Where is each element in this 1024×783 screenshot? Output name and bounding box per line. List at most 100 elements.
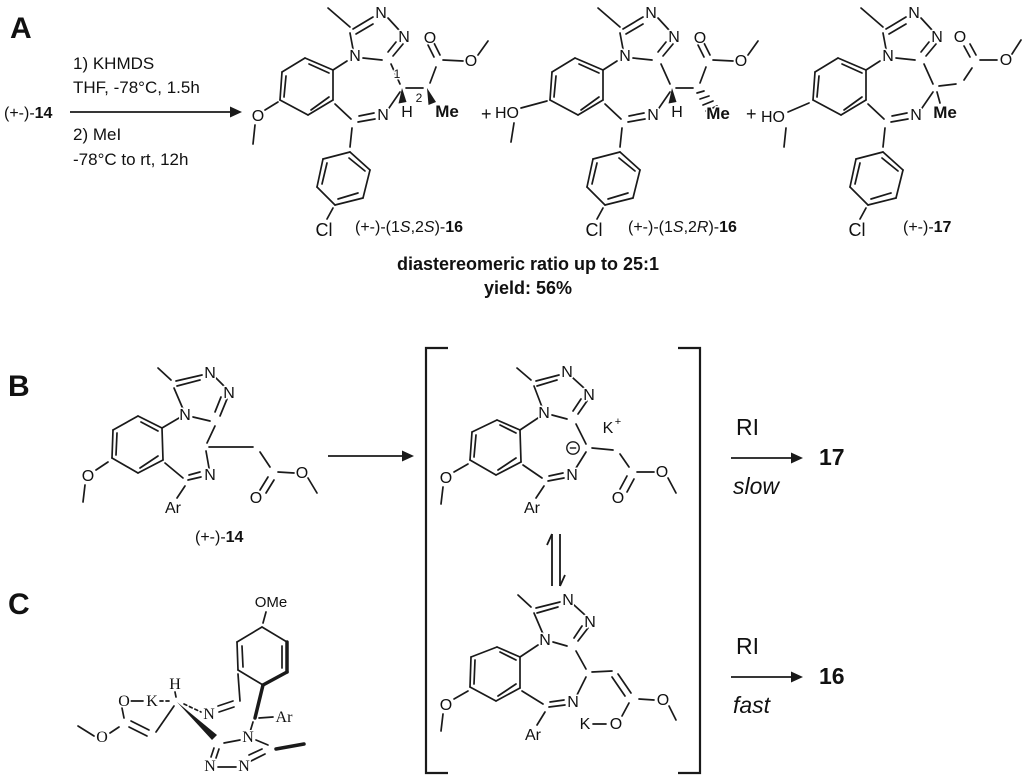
product-1-bonds xyxy=(252,7,489,220)
atom-n-top: N xyxy=(561,364,573,381)
product-17-number: 17 xyxy=(819,444,845,470)
structure-product-1S2S-16: N N N N H 1 2 Me O O O Cl xyxy=(250,4,489,242)
p1-lbl-num: 16 xyxy=(445,219,464,236)
atom-n-top: N xyxy=(908,5,920,22)
reagent-ri-fast: RI xyxy=(736,633,759,659)
rate-slow: slow xyxy=(733,473,780,499)
p3-lbl-num: 17 xyxy=(933,219,952,236)
atom-n-fused: N xyxy=(882,48,894,65)
s14-lbl-num: 14 xyxy=(225,529,244,546)
atom-n-imine: N xyxy=(203,706,215,723)
reaction-arrow-b xyxy=(328,450,414,462)
atom-h: H xyxy=(671,104,683,121)
carbanion-charge-icon xyxy=(566,441,580,455)
structure-14-label: (+-)-14 xyxy=(195,529,243,547)
p1-lbl-a: (+-)-(1 xyxy=(355,219,400,236)
p2-lbl-s2: R xyxy=(696,219,709,236)
atom-o-methoxy: O xyxy=(440,470,452,487)
structure-14-bonds xyxy=(82,367,318,503)
rate-fast: fast xyxy=(733,692,771,718)
atom-n-right: N xyxy=(238,758,250,775)
stereo-number-1: 1 xyxy=(394,67,401,81)
reactant-14-number: 14 xyxy=(34,105,53,122)
equilibrium-arrows xyxy=(546,533,566,587)
atom-n-fused: N xyxy=(179,407,191,424)
atom-o-ester: O xyxy=(657,692,669,709)
product-3-label: (+-)-17 xyxy=(903,219,951,237)
wedge-bond-h xyxy=(668,88,677,104)
atom-ar: Ar xyxy=(165,500,182,517)
atom-o-methoxy: O xyxy=(82,468,94,485)
atom-o-carbonyl: O xyxy=(424,30,436,47)
atom-o-methoxy: O xyxy=(440,697,452,714)
atom-me: Me xyxy=(933,103,957,122)
reactant-14-label: (+-)-14 xyxy=(4,105,52,123)
atom-k: K xyxy=(580,716,591,733)
atom-me: Me xyxy=(706,104,730,123)
atom-n-imine: N xyxy=(910,107,922,124)
ri-slow-arrow xyxy=(731,452,803,464)
wedge-bond-me xyxy=(427,88,436,105)
structure-product-17: N N N N Me O O HO Cl xyxy=(760,4,1022,242)
atom-o-enolate: O xyxy=(118,693,130,710)
atom-ar: Ar xyxy=(524,500,541,517)
condition-temp: -78°C to rt, 12h xyxy=(73,150,189,169)
atom-o-ester: O xyxy=(296,465,308,482)
atom-k: K xyxy=(146,693,158,710)
atom-o-methoxy: O xyxy=(252,108,264,125)
product-3-bonds xyxy=(783,7,1022,220)
s14-lbl-a: (+-)- xyxy=(195,529,226,546)
atom-o-carbonyl: O xyxy=(694,30,706,47)
product-1-label: (+-)-(1S,2S)-16 xyxy=(355,219,463,237)
wedge-bond-h xyxy=(398,88,407,104)
reaction-arrow-a xyxy=(70,106,242,118)
chelation-model-bonds xyxy=(77,611,306,768)
atom-n-top: N xyxy=(645,5,657,22)
reagent-ri-slow: RI xyxy=(736,414,759,440)
atom-cl: Cl xyxy=(316,220,333,240)
p2-lbl-s1: S xyxy=(672,219,684,236)
carbanion-bonds xyxy=(440,367,677,505)
atom-me: Me xyxy=(435,102,459,121)
structure-enolate-intermediate: N N N N Ar O K O O xyxy=(438,591,677,746)
atom-ar: Ar xyxy=(525,727,542,744)
structure-carbanion-intermediate: N N N N Ar O O O K + xyxy=(438,363,677,519)
atom-n-imine: N xyxy=(566,467,578,484)
atom-n-imine: N xyxy=(567,694,579,711)
wedge-bond-triazole xyxy=(177,702,217,740)
atom-o-ester: O xyxy=(96,729,108,746)
product-2-label: (+-)-(1S,2R)-16 xyxy=(628,219,737,237)
atom-n-imine: N xyxy=(647,107,659,124)
p1-lbl-b: ,2 xyxy=(410,219,424,236)
atom-n-right: N xyxy=(668,29,680,46)
atom-n-fused: N xyxy=(619,48,631,65)
hash-wedge-me xyxy=(696,90,718,112)
panel-b-label: B xyxy=(8,370,30,403)
p1-lbl-c: )- xyxy=(434,219,446,236)
stereo-number-2: 2 xyxy=(416,91,423,105)
atom-n-right: N xyxy=(931,29,943,46)
atom-n-top: N xyxy=(375,5,387,22)
atom-o-enolate: O xyxy=(610,716,622,733)
atom-n-fused: N xyxy=(349,48,361,65)
panel-c-label: C xyxy=(8,588,30,621)
structure-product-1S2R-16: N N N N H Me O O HO Cl xyxy=(494,4,759,242)
atom-o-ester: O xyxy=(1000,52,1012,69)
enolate-bonds xyxy=(440,594,677,732)
atom-n-right: N xyxy=(398,29,410,46)
p3-lbl-a: (+-)- xyxy=(903,219,934,236)
structure-14: N N N N Ar O O O xyxy=(80,364,318,519)
atom-n-top: N xyxy=(204,365,216,382)
atom-cl: Cl xyxy=(849,220,866,240)
p2-lbl-num: 16 xyxy=(719,219,737,236)
p2-lbl-b: ,2 xyxy=(683,219,697,236)
atom-cl: Cl xyxy=(586,220,603,240)
atom-ar: Ar xyxy=(276,709,294,726)
atom-o-ester: O xyxy=(656,464,668,481)
atom-n-fused: N xyxy=(242,729,254,746)
atom-ho-phenol: HO xyxy=(761,109,785,126)
atom-n-top: N xyxy=(562,592,574,609)
atom-n-imine: N xyxy=(204,467,216,484)
atom-n-imine: N xyxy=(377,107,389,124)
atom-o-carbonyl: O xyxy=(250,490,262,507)
